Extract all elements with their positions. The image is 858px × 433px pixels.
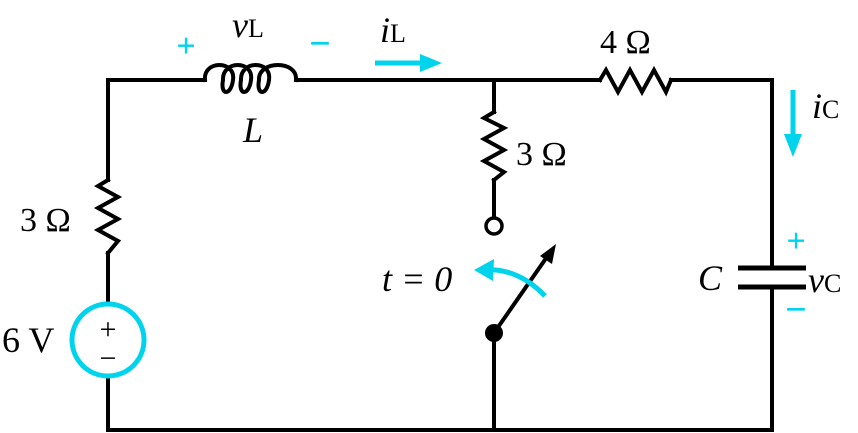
switch-motion-arrowhead [474,259,494,281]
switch-blade [492,252,551,335]
switch-open-terminal [484,216,504,236]
vL-plus-sign: + [176,28,195,65]
resistor-4-ohm [597,65,674,97]
vC-minus-sign: − [785,289,807,331]
switch-blade-arrowhead [540,244,556,264]
vC-plus-sign: + [786,223,805,260]
source-plus-sign: + [100,313,117,346]
arrow-iC [784,90,802,157]
source-minus-sign: − [100,342,117,375]
vL-label: vL [232,5,264,45]
wires [106,78,774,432]
switch-motion-arc [487,267,547,298]
resistor-3-ohm-middle [479,109,509,183]
switch [474,216,556,342]
inductor [203,63,298,94]
arrow-iL [375,54,442,72]
inductor-label: L [242,110,263,150]
vL-minus-sign: − [309,23,331,65]
resistor-4-ohm-label: 4 Ω [600,24,651,61]
switch-pivot [485,324,503,342]
iL-label: iL [380,10,406,50]
switch-time-label: t = 0 [382,259,452,299]
capacitor [738,265,806,290]
resistor-3-ohm-left-label: 3 Ω [20,202,71,239]
capacitor-label: C [698,258,723,298]
resistor-3-ohm-middle-label: 3 Ω [516,136,567,173]
source-value-label: 6 V [2,320,54,360]
source-circle [69,301,147,379]
iC-label: iC [812,86,839,126]
resistor-3-ohm-left [93,177,123,256]
vC-label: vC [808,260,841,300]
voltage-source: + − [69,301,147,379]
